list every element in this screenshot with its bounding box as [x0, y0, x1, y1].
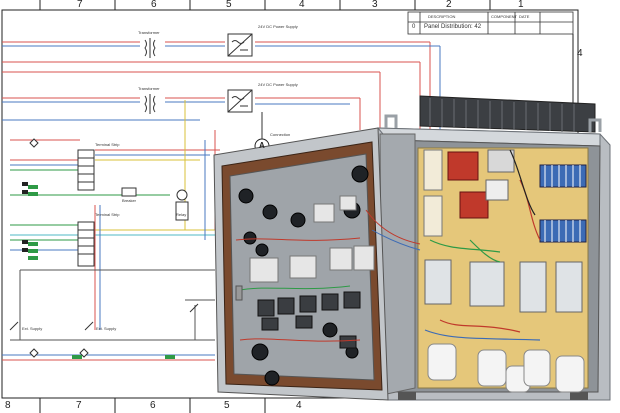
title-block-title: Panel Distribution: 42 — [424, 24, 482, 30]
label-transformer-2: Transformer — [138, 86, 160, 91]
ruler-bottom-6: 6 — [150, 400, 156, 411]
label-connection: Connection — [270, 132, 291, 137]
label-terminal-strip-1: Terminal Strip — [95, 142, 120, 147]
transformer-symbol-2 — [144, 94, 156, 114]
breaker-symbol — [121, 187, 189, 221]
title-block-component-header: COMPONENT — [491, 14, 517, 19]
label-supply-2: Ext. Supply — [96, 326, 117, 331]
ruler-bottom-8: 8 — [5, 400, 11, 411]
label-breaker: Breaker — [122, 198, 137, 203]
title-block — [407, 11, 574, 35]
ruler-top-1: 1 — [518, 0, 524, 10]
ruler-top-5: 5 — [226, 0, 232, 10]
label-power-supply-2: 24V DC Power Supply — [258, 82, 298, 87]
title-block-date-header: DATE — [519, 14, 530, 19]
connection-marker-label: A — [259, 141, 265, 150]
ruler-top-4: 4 — [299, 0, 305, 10]
ruler-top-7: 7 — [77, 0, 83, 10]
enclosure-door — [213, 127, 421, 401]
power-supply-symbol-2 — [227, 89, 253, 113]
backplate-components — [423, 149, 587, 393]
terminal-strip-1 — [77, 149, 95, 191]
ruler-top-6: 6 — [151, 0, 157, 10]
ruler-bottom-5: 5 — [224, 400, 230, 411]
transformer-symbol-1 — [144, 38, 156, 58]
ruler-right-4: 4 — [577, 48, 583, 59]
label-transformer-1: Transformer — [138, 30, 160, 35]
label-terminal-strip-2: Terminal Strip — [95, 212, 120, 217]
ruler-bottom-4: 4 — [296, 400, 302, 411]
title-block-rev: 0 — [412, 24, 416, 30]
title-block-description-header: DESCRIPTION — [428, 14, 456, 19]
label-relay: Relay — [176, 212, 187, 217]
label-supply-1: Ext. Supply — [22, 326, 43, 331]
ruler-bottom-7: 7 — [76, 400, 82, 411]
ruler-top-3: 3 — [372, 0, 378, 10]
power-supply-symbol-1 — [227, 33, 253, 57]
label-power-supply-1: 24V DC Power Supply — [258, 24, 298, 29]
terminal-strip-2 — [77, 221, 95, 267]
ruler-top-2: 2 — [446, 0, 452, 10]
